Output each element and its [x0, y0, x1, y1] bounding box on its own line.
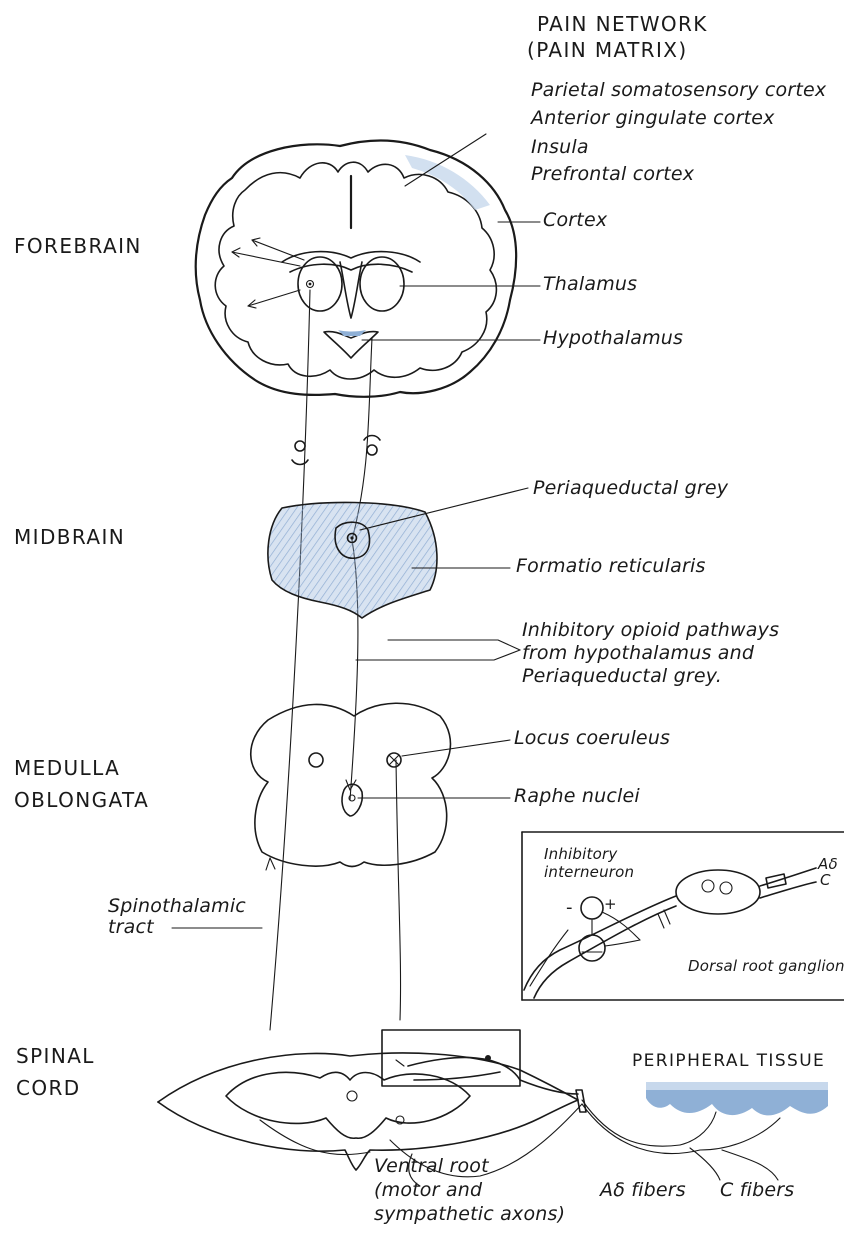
- medulla-level-label-line2: OBLONGATA: [14, 790, 149, 812]
- inset-plus-sign: +: [604, 896, 617, 912]
- inhibitory-pathways-line2: from hypothalamus and: [522, 643, 754, 664]
- inset-minus-sign: -: [566, 898, 573, 917]
- pain-network-title: PAIN NETWORK: [537, 14, 708, 36]
- parietal-cortex-label: Parietal somatosensory cortex: [531, 80, 826, 101]
- forebrain-level-label: FOREBRAIN: [14, 236, 142, 258]
- ventral-root-label-line3: sympathetic axons): [374, 1204, 565, 1225]
- formatio-reticularis-label: Formatio reticularis: [516, 556, 706, 577]
- midbrain-slice: [268, 502, 437, 618]
- inhibitory-pathways-line1: Inhibitory opioid pathways: [522, 620, 779, 641]
- midbrain-level-label: MIDBRAIN: [14, 527, 125, 549]
- inhibitory-interneuron-label-line2: interneuron: [544, 864, 634, 880]
- a-delta-fibers-label: Aδ fibers: [600, 1180, 686, 1201]
- prefrontal-cortex-label: Prefrontal cortex: [531, 164, 694, 185]
- ventral-root-label-line1: Ventral root: [374, 1156, 489, 1177]
- spinal-cord-level-label-line1: SPINAL: [16, 1046, 95, 1068]
- dorsal-root-ganglion-label: Dorsal root ganglion: [688, 958, 844, 974]
- inhibitory-pathways-line3: Periaqueductal grey.: [522, 666, 722, 687]
- periaqueductal-grey-label: Periaqueductal grey: [533, 478, 728, 499]
- anterior-cingulate-label: Anterior gingulate cortex: [531, 108, 775, 129]
- cortex-label: Cortex: [543, 210, 607, 231]
- inset-a-delta-label: Aδ: [818, 856, 838, 872]
- peripheral-tissue: [646, 1082, 828, 1180]
- spinal-cord-level-label-line2: CORD: [16, 1078, 81, 1100]
- c-fibers-label: C fibers: [720, 1180, 794, 1201]
- locus-coeruleus-label: Locus coeruleus: [514, 728, 670, 749]
- raphe-nuclei-label: Raphe nuclei: [514, 786, 640, 807]
- inhibitory-pathways-bracket: [356, 640, 520, 660]
- ventral-root-label-line2: (motor and: [374, 1180, 482, 1201]
- thalamus-label: Thalamus: [543, 274, 637, 295]
- peripheral-tissue-label: PERIPHERAL TISSUE: [632, 1052, 825, 1070]
- spinothalamic-tract-label-line1: Spinothalamic: [108, 896, 246, 917]
- hypothalamus-label: Hypothalamus: [543, 328, 683, 349]
- medulla-level-label-line1: MEDULLA: [14, 758, 120, 780]
- inset-c-label: C: [820, 872, 831, 888]
- spinothalamic-tract-label-line2: tract: [108, 917, 154, 938]
- medulla-slice: [251, 703, 451, 866]
- pain-matrix-subtitle: (PAIN MATRIX): [527, 40, 688, 62]
- inhibitory-interneuron-label-line1: Inhibitory: [544, 846, 617, 862]
- forebrain-slice: [196, 140, 516, 396]
- insula-label: Insula: [531, 137, 589, 158]
